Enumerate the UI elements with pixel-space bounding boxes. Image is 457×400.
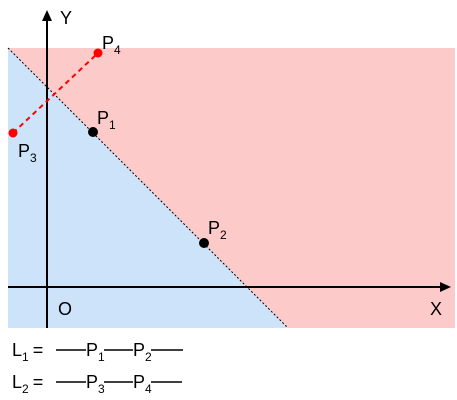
point-p2-label: P2 <box>208 218 227 242</box>
legend-l1-point-a: P1 <box>86 340 105 364</box>
legend-l1-point-b: P2 <box>133 340 152 364</box>
point-p1 <box>88 127 98 137</box>
origin-label: O <box>58 299 72 319</box>
point-p3 <box>8 128 18 138</box>
x-axis-arrowhead <box>440 282 451 292</box>
segment-p3-p4 <box>12 52 99 134</box>
point-p4-letter: P <box>102 33 114 53</box>
legend-l1-name: L1= <box>12 340 43 364</box>
point-p4-label: P4 <box>102 33 121 57</box>
point-p3-subscript: 3 <box>30 151 37 165</box>
point-p4 <box>93 48 103 58</box>
legend-l2-point-b: P4 <box>133 372 152 396</box>
legend-l1: L1= P1 P2 <box>12 340 183 364</box>
point-p1-label: P1 <box>97 108 116 132</box>
x-axis-label: X <box>430 299 442 319</box>
point-p4-subscript: 4 <box>114 43 121 57</box>
point-p2 <box>199 238 209 248</box>
point-p2-letter: P <box>208 218 220 238</box>
y-axis-arrowhead <box>42 10 52 21</box>
legend-l2: L2= P3 P4 <box>12 372 182 396</box>
point-p3-letter: P <box>18 141 30 161</box>
point-p2-subscript: 2 <box>220 228 227 242</box>
point-p1-letter: P <box>97 108 109 128</box>
point-p3-label: P3 <box>18 141 37 165</box>
y-axis-label: Y <box>60 8 72 28</box>
region-above-line <box>8 48 455 328</box>
point-p1-subscript: 1 <box>109 118 116 132</box>
legend-l2-point-a: P3 <box>86 372 105 396</box>
legend-l2-name: L2= <box>12 372 43 396</box>
